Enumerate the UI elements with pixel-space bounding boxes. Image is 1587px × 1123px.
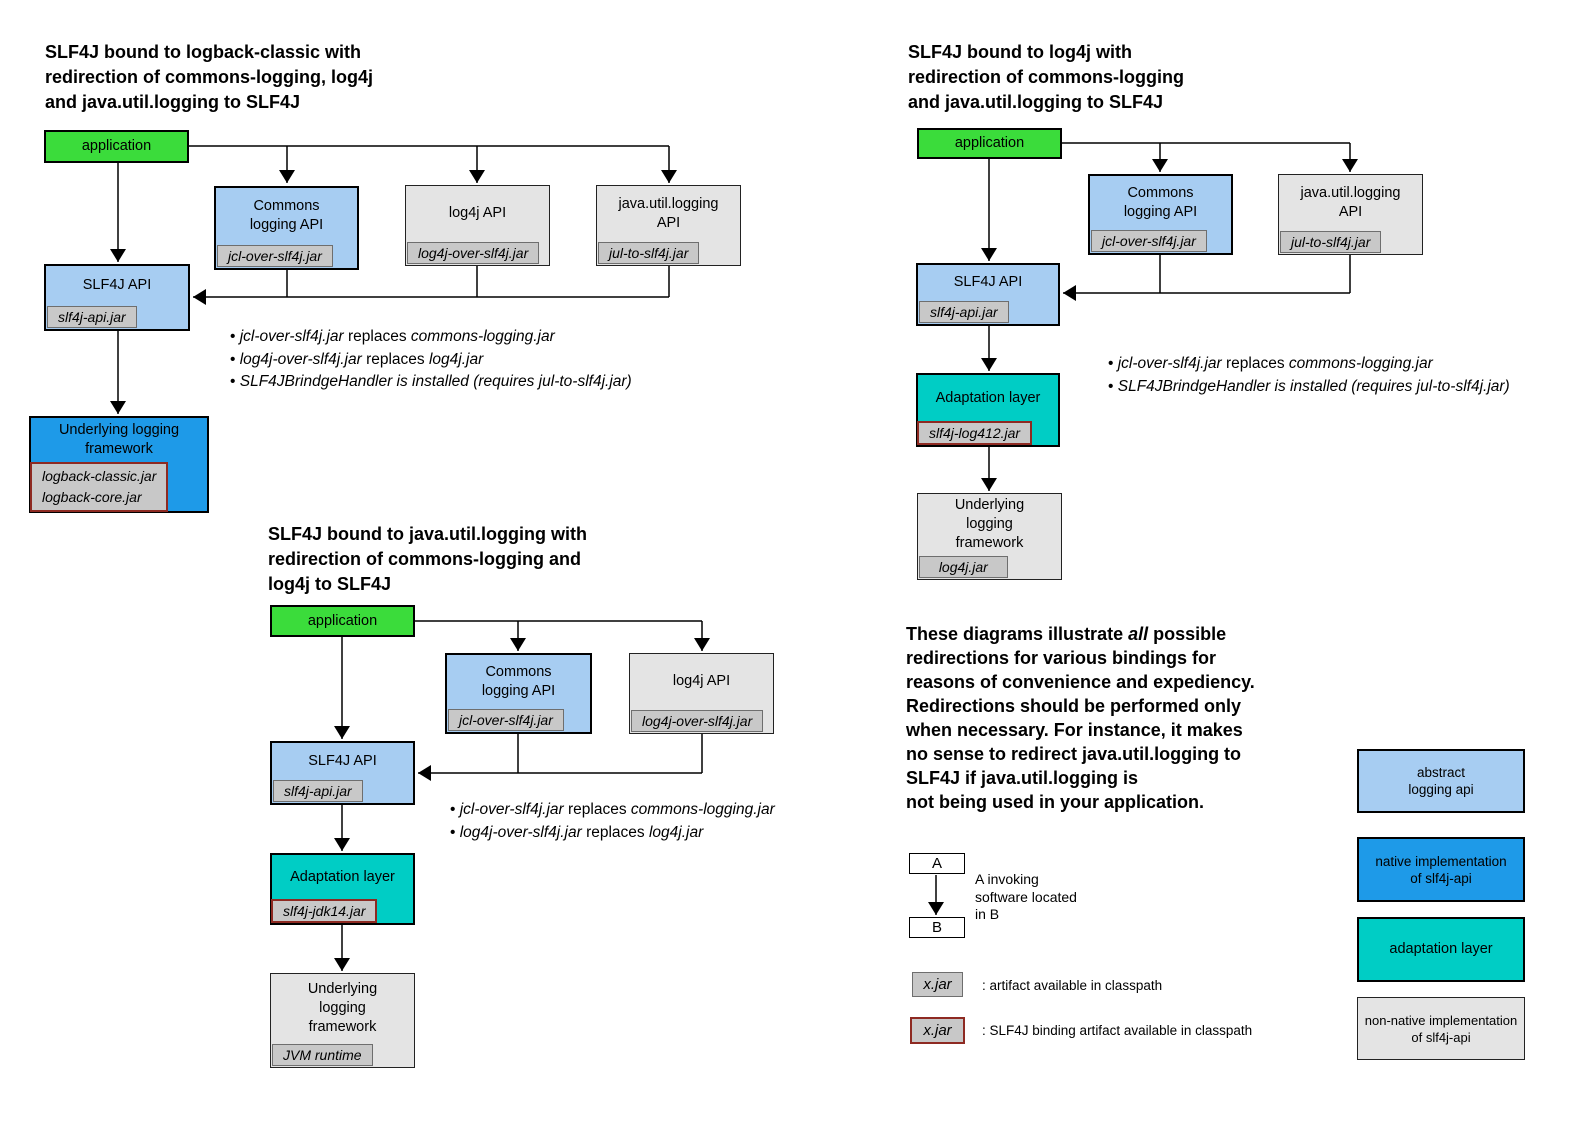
d2-adaptation-jar: slf4j-log412.jar [917,421,1033,445]
d3-underlying-label: Underlying logging framework [307,981,378,1035]
d2-slf4j-jar: slf4j-api.jar [919,301,1009,323]
legend-swatch-adaptation: adaptation layer [1357,917,1525,982]
d1-note-1: • jcl-over-slf4j.jar replaces commons-lo… [230,328,555,345]
d2-underlying-node: Underlying logging framework log4j.jar [917,493,1062,580]
d2-note-2: • SLF4JBrindgeHandler is installed (requ… [1108,377,1510,395]
d3-commons-label: Commons logging API [481,663,556,699]
d1-slf4j-jar: slf4j-api.jar [47,306,137,328]
d2-adaptation-node: Adaptation layer slf4j-log412.jar [916,373,1060,447]
d3-log4j-node: log4j API log4j-over-slf4j.jar [629,653,774,734]
d1-commons-jar: jcl-over-slf4j.jar [217,245,333,267]
d3-log4j-label: log4j API [672,673,731,689]
legend-swatch-nonnative: non-native implementation of slf4j-api [1357,997,1525,1060]
d1-underlying-jar: logback-classic.jar logback-core.jar [30,462,169,512]
d2-commons-jar: jcl-over-slf4j.jar [1091,230,1207,252]
legend-box-a-label: A [931,855,942,872]
d3-adaptation-node: Adaptation layer slf4j-jdk14.jar [270,853,415,925]
legend-binding-box: x.jar [910,1017,965,1044]
d2-jul-node: java.util.logging API jul-to-slf4j.jar [1278,174,1423,255]
legend-artifact-caption: : artifact available in classpath [982,978,1163,993]
d2-jul-label: java.util.logging API [1300,184,1401,220]
d3-application-label: application [307,612,378,629]
explanation-note: These diagrams illustrate all possible r… [906,624,1255,812]
legend-artifact-box: x.jar [912,972,963,997]
d3-commons-jar: jcl-over-slf4j.jar [448,709,564,731]
d1-slf4j-node: SLF4J API slf4j-api.jar [44,264,190,331]
d1-jul-jar: jul-to-slf4j.jar [598,242,700,264]
d3-note-2: • log4j-over-slf4j.jar replaces log4j.ja… [450,823,704,841]
d1-application-node: application [44,130,189,163]
d2-application-label: application [954,135,1025,151]
d3-commons-node: Commons logging API jcl-over-slf4j.jar [445,653,592,734]
d2-commons-node: Commons logging API jcl-over-slf4j.jar [1088,174,1233,255]
d1-log4j-label: log4j API [448,205,507,221]
d2-notes: • jcl-over-slf4j.jar replaces commons-lo… [1108,353,1510,398]
d1-log4j-node: log4j API log4j-over-slf4j.jar [405,185,550,266]
d1-note-3: • SLF4JBrindgeHandler is installed (requ… [230,373,632,390]
d1-slf4j-label: SLF4J API [82,277,152,293]
d3-slf4j-jar: slf4j-api.jar [273,780,363,802]
d3-application-node: application [270,605,415,637]
d2-slf4j-label: SLF4J API [953,274,1023,290]
d1-note-2: • log4j-over-slf4j.jar replaces log4j.ja… [230,350,484,368]
legend-artifact-label: x.jar [923,976,952,993]
d3-slf4j-label: SLF4J API [308,752,377,769]
d1-jul-label: java.util.logging API [618,195,719,231]
d1-title: SLF4J bound to logback-classic with redi… [45,42,374,112]
d2-commons-label: Commons logging API [1123,184,1198,220]
d3-log4j-jar: log4j-over-slf4j.jar [631,710,764,732]
d1-application-label: application [81,138,152,154]
d3-title: SLF4J bound to java.util.logging with re… [268,524,587,594]
d2-slf4j-node: SLF4J API slf4j-api.jar [916,263,1060,326]
d3-adaptation-label: Adaptation layer [290,868,395,885]
d1-log4j-jar: log4j-over-slf4j.jar [407,242,540,264]
d1-commons-node: Commons logging API jcl-over-slf4j.jar [214,186,359,270]
d3-slf4j-node: SLF4J API slf4j-api.jar [270,741,415,805]
d1-underlying-label: Underlying logging framework [58,421,180,457]
d1-jul-node: java.util.logging API jul-to-slf4j.jar [596,185,741,266]
legend-box-a: A [909,853,965,874]
d3-notes: • jcl-over-slf4j.jar replaces commons-lo… [450,799,775,844]
d3-note-1: • jcl-over-slf4j.jar replaces commons-lo… [450,801,775,818]
legend-swatch-abstract: abstract logging api [1357,749,1525,813]
legend-box-b: B [909,917,965,938]
d2-application-node: application [917,128,1062,159]
d3-adaptation-jar: slf4j-jdk14.jar [271,899,378,923]
legend-binding-label: x.jar [923,1022,952,1039]
d1-commons-label: Commons logging API [249,198,324,233]
d2-underlying-jar: log4j.jar [919,556,1008,578]
d1-underlying-node: Underlying logging framework logback-cla… [29,416,209,513]
legend-box-b-label: B [931,919,942,936]
d3-underlying-node: Underlying logging framework JVM runtime [270,973,415,1068]
d2-adaptation-label: Adaptation layer [935,389,1041,406]
d3-underlying-jar: JVM runtime [272,1044,373,1066]
d2-underlying-label: Underlying logging framework [954,497,1025,551]
d2-title: SLF4J bound to log4j with redirection of… [908,42,1185,112]
d2-note-1: • jcl-over-slf4j.jar replaces commons-lo… [1108,355,1433,372]
d1-notes: • jcl-over-slf4j.jar replaces commons-lo… [230,326,632,394]
legend-swatch-native: native implementation of slf4j-api [1357,837,1525,902]
d2-jul-jar: jul-to-slf4j.jar [1280,231,1382,253]
legend-binding-caption: : SLF4J binding artifact available in cl… [982,1023,1253,1038]
legend-invoke-caption: A invoking software located in B [975,871,1077,922]
